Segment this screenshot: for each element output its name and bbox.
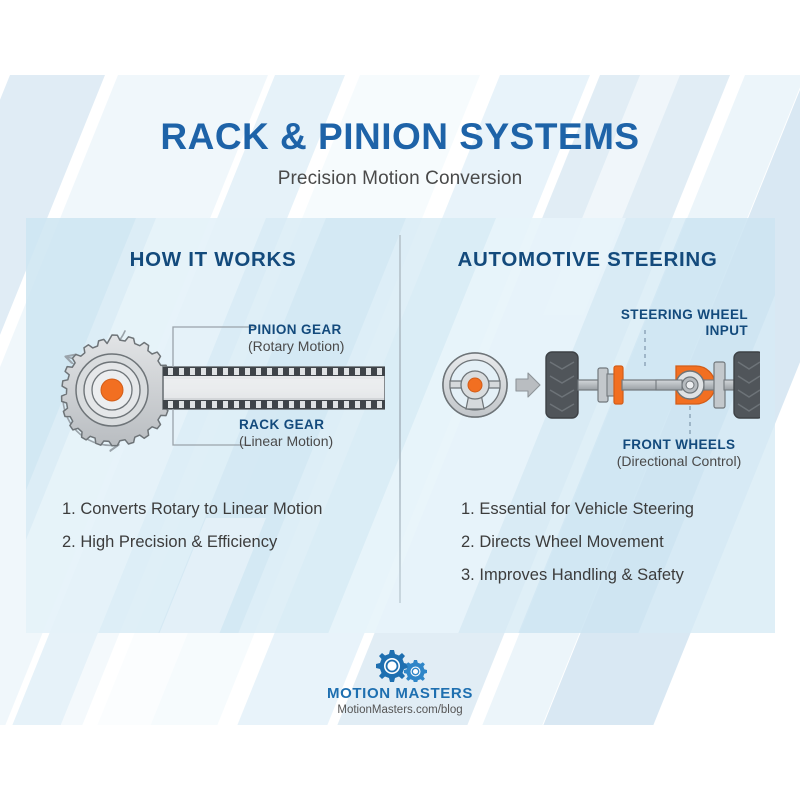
column-heading-automotive-steering: AUTOMOTIVE STEERING — [457, 248, 718, 271]
transfer-arrow-icon — [515, 372, 541, 398]
list-item-text: Converts Rotary to Linear Motion — [80, 500, 323, 518]
list-item: 2. Directs Wheel Movement — [461, 533, 694, 552]
list-item-text: Essential for Vehicle Steering — [479, 500, 694, 518]
tie-rod-assembly — [577, 361, 737, 409]
list-item-number: 1. — [62, 500, 76, 518]
list-item-text: Improves Handling & Safety — [479, 566, 684, 584]
list-item-number: 1. — [461, 500, 475, 518]
pinion-gear-icon — [60, 334, 172, 447]
brand-name: MOTION MASTERS — [327, 685, 473, 702]
left-wheel-icon — [545, 351, 579, 419]
list-item-number: 2. — [461, 533, 475, 551]
list-item-text: Directs Wheel Movement — [479, 533, 664, 551]
rack-and-pinion-diagram — [55, 305, 385, 465]
label-front-wheels-title: FRONT WHEELS — [622, 437, 736, 452]
column-heading-how-it-works: HOW IT WORKS — [129, 248, 297, 271]
label-front-wheels: FRONT WHEELS (Directional Control) — [600, 437, 758, 471]
label-rack-gear-sub: (Linear Motion) — [239, 433, 334, 450]
right-wheel-icon — [733, 351, 760, 419]
list-item-number: 2. — [62, 533, 76, 551]
label-rack-gear: RACK GEAR (Linear Motion) — [239, 417, 333, 451]
list-item: 2. High Precision & Efficiency — [62, 533, 322, 552]
footer: MOTION MASTERS MotionMasters.com/blog — [0, 648, 800, 716]
label-rack-gear-title: RACK GEAR — [239, 417, 325, 432]
label-steering-wheel-input: STEERING WHEEL INPUT — [600, 307, 748, 340]
list-item: 1. Essential for Vehicle Steering — [461, 500, 694, 519]
page-title: RACK & PINION SYSTEMS — [160, 116, 640, 157]
leader-line — [644, 330, 691, 440]
brand-url: MotionMasters.com/blog — [337, 704, 463, 716]
page-subtitle: Precision Motion Conversion — [277, 167, 523, 189]
steering-wheel-icon — [442, 352, 508, 418]
list-item: 1. Converts Rotary to Linear Motion — [62, 500, 322, 519]
list-item-number: 3. — [461, 566, 475, 584]
column-divider — [399, 235, 401, 603]
label-pinion-gear-title: PINION GEAR — [248, 322, 342, 337]
rack-gear-icon — [162, 366, 385, 410]
label-steering-wheel-input-line2: INPUT — [705, 323, 748, 339]
automotive-steering-list: 1. Essential for Vehicle Steering 2. Dir… — [461, 500, 694, 599]
list-item-text: High Precision & Efficiency — [80, 533, 278, 551]
label-pinion-gear: PINION GEAR (Rotary Motion) — [248, 322, 344, 356]
label-steering-wheel-input-line1: STEERING WHEEL — [620, 307, 748, 322]
motion-masters-logo-icon — [376, 650, 427, 682]
universal-joint-icon — [655, 365, 716, 405]
leader-line — [172, 326, 255, 446]
how-it-works-list: 1. Converts Rotary to Linear Motion 2. H… — [62, 500, 322, 566]
label-front-wheels-sub: (Directional Control) — [616, 453, 742, 470]
title-block: RACK & PINION SYSTEMS Precision Motion C… — [0, 116, 800, 190]
label-pinion-gear-sub: (Rotary Motion) — [248, 338, 345, 355]
list-item: 3. Improves Handling & Safety — [461, 566, 694, 585]
automotive-steering-diagram — [440, 330, 760, 440]
